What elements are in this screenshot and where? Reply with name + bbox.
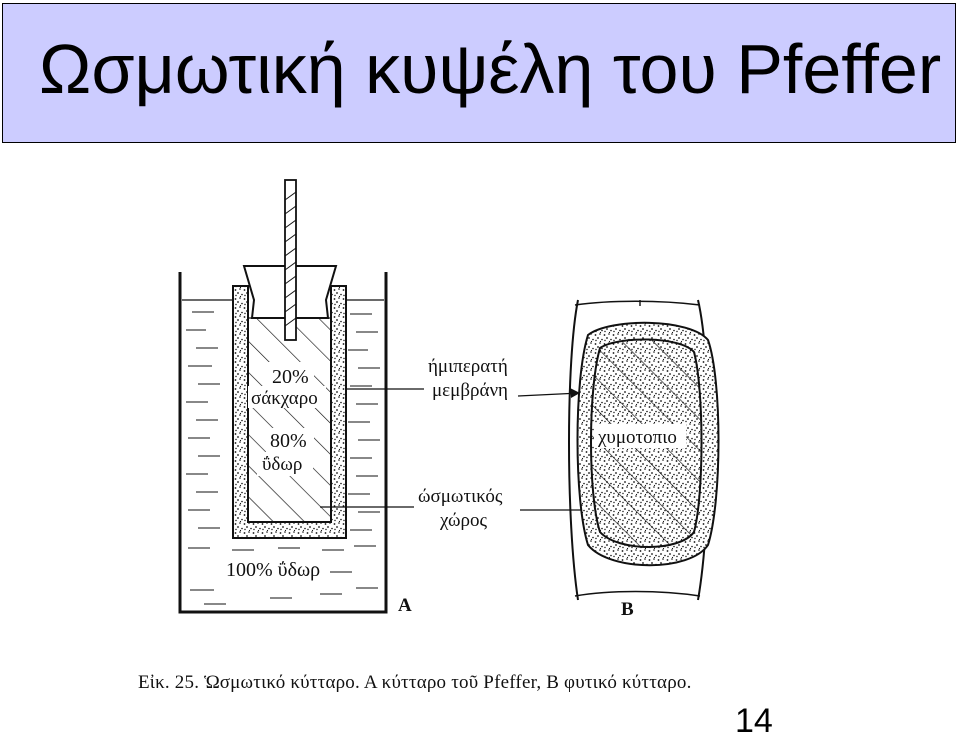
water-label: ΰδωρ: [262, 454, 302, 475]
sugar-label: σάκχαρο: [251, 388, 318, 409]
figure-caption: Εἰκ. 25. Ὡσμωτικό κύτταρο. Α κύτταρο τοῦ…: [138, 672, 692, 693]
osmotic-space-label-line1: ώσμωτικός: [418, 486, 503, 507]
cell-wall-left: [568, 299, 579, 601]
capillary-tube: [284, 179, 297, 341]
title-banner: Ωσμωτική κυψέλη του Pfeffer: [2, 3, 956, 143]
sugar-percent-label: 20%: [272, 366, 309, 388]
outer-beaker: [178, 272, 388, 614]
pfeffer-cell-figure: 20% σάκχαρο 80% ΰδωρ 100% ΰδωρ A: [178, 179, 412, 616]
plant-cell-figure: χυμοτοπιο B: [568, 299, 720, 620]
membrane-label-line2: μεμβράνη: [432, 380, 508, 401]
page-number: 14: [735, 702, 773, 740]
osmotic-space-label-line2: χώρος: [439, 510, 488, 531]
vacuole-label: χυμοτοπιο: [597, 427, 677, 448]
outer-water-dashes: [186, 311, 380, 605]
figure-b-letter: B: [621, 599, 634, 620]
membrane-label-line1: ήμιπερατή: [428, 356, 508, 377]
sugar-solution: [247, 317, 332, 523]
slide-title: Ωσμωτική κυψέλη του Pfeffer: [39, 30, 942, 108]
figure-a-letter: A: [398, 595, 412, 616]
callout-labels: ήμιπερατή μεμβράνη ώσμωτικός χώρος: [320, 356, 620, 531]
water-percent-label: 80%: [270, 430, 307, 452]
outer-water-label: 100% ΰδωρ: [226, 559, 320, 581]
